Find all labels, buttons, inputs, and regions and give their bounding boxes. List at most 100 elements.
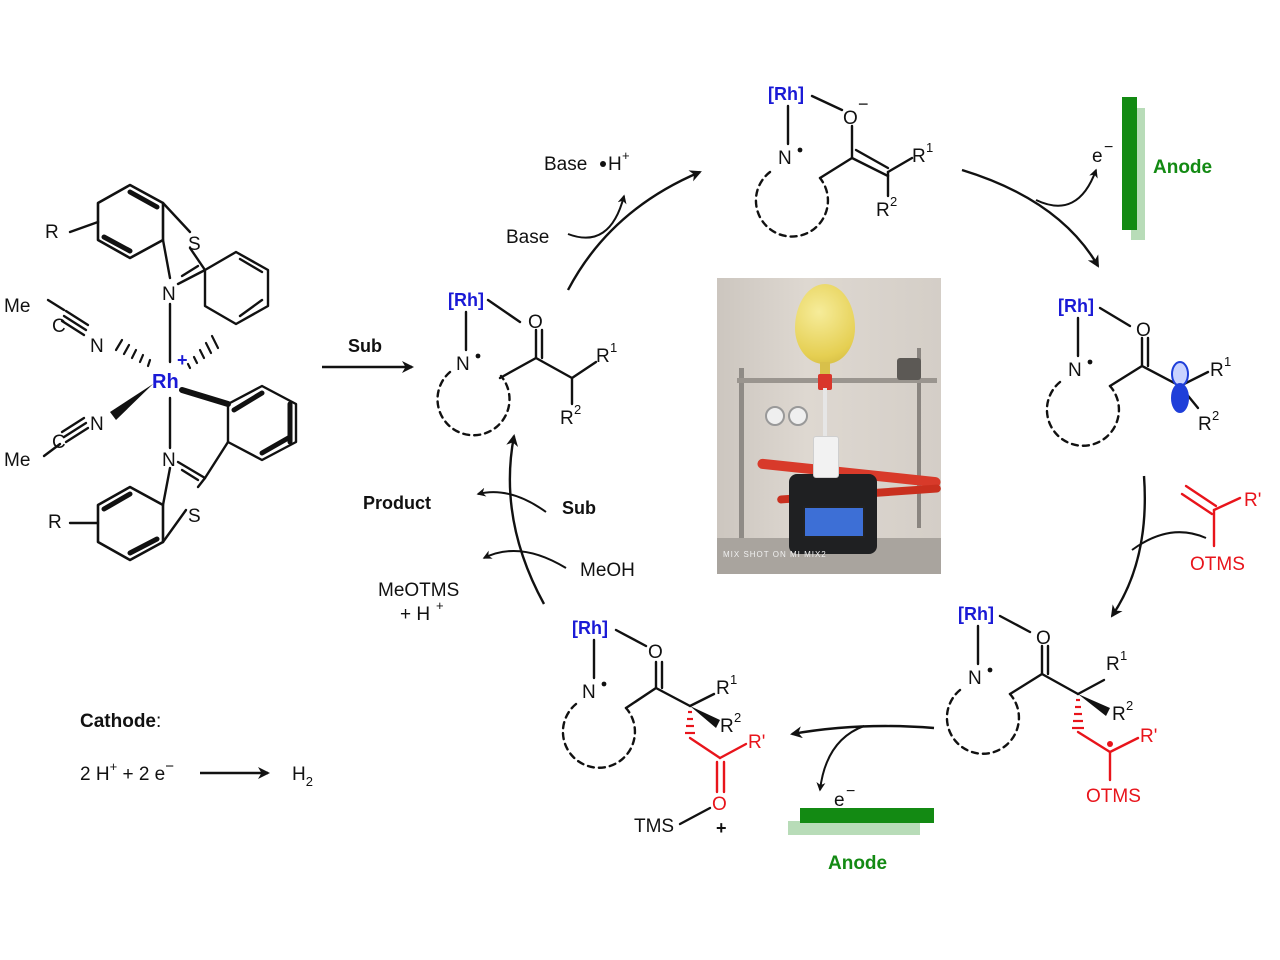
electron-top-minus: − <box>1104 139 1113 156</box>
int-d-n: N <box>968 668 982 689</box>
cathode-label-group: Cathode: <box>80 711 161 732</box>
int-e-n: N <box>582 682 596 703</box>
int-b-r2: R <box>876 200 890 221</box>
int-e-tms: TMS <box>634 816 674 837</box>
int-d-r1: R <box>1106 654 1120 675</box>
anode-bottom-label: Anode <box>828 853 887 874</box>
int-e-o: O <box>648 642 663 663</box>
int-e-o-plus: O <box>712 794 727 815</box>
photo-needle <box>823 388 827 440</box>
electron-top: e <box>1092 146 1103 167</box>
radical-addition-arrow <box>1110 475 1207 618</box>
setup-photo: MIX SHOT ON MI MIX2 <box>717 278 941 574</box>
int-b-r2-sup: 2 <box>890 194 897 209</box>
sub-in-label: Sub <box>562 498 596 518</box>
sub-entry-arrow: Sub <box>322 336 414 373</box>
photo-watermark: MIX SHOT ON MI MIX2 <box>723 550 827 559</box>
catalyst-r-bottom: R <box>48 512 62 533</box>
intermediate-c: [Rh] O N R 1 R 2 <box>1045 296 1231 447</box>
sub-entry-label: Sub <box>348 336 382 356</box>
cathode-label: Cathode <box>80 711 156 732</box>
product-label: Product <box>363 493 431 513</box>
int-d-r2: R <box>1112 704 1126 725</box>
anode-top: Anode <box>1122 97 1212 240</box>
int-e-hash <box>685 710 695 735</box>
anode-top-label: Anode <box>1153 157 1212 178</box>
int-d-r-prime: R' <box>1140 726 1157 747</box>
enol-otms: OTMS <box>1190 554 1245 575</box>
catalyst-me-bottom: Me <box>4 450 30 471</box>
oxidation-arrow-top: e − <box>961 139 1113 268</box>
photo-stirrer-screen <box>803 506 865 538</box>
catalyst-s-top: S <box>188 234 201 255</box>
int-a-r2-sup: 2 <box>574 402 581 417</box>
enol-r-prime: R' <box>1244 490 1261 511</box>
int-c-r2-sup: 2 <box>1212 408 1219 423</box>
int-a-n-dot <box>475 353 481 359</box>
base-h-dot <box>600 161 606 167</box>
cathode-2h: 2 H <box>80 764 110 785</box>
rh-catalyst-structure <box>42 183 298 562</box>
catalyst-me-top: Me <box>4 296 30 317</box>
int-a-r2: R <box>560 408 574 429</box>
catalyst-c-bottom: C <box>52 432 66 453</box>
int-d-n-dot <box>987 667 993 673</box>
int-e-r1: R <box>716 678 730 699</box>
int-c-n: N <box>1068 360 1082 381</box>
int-b-o: O <box>843 108 858 129</box>
electron-bottom-minus: − <box>846 783 855 800</box>
plus-h-label: + H <box>400 604 430 625</box>
photo-stand-rod-right <box>917 348 921 528</box>
int-e-plus: + <box>716 818 727 838</box>
int-c-r1-sup: 1 <box>1224 354 1231 369</box>
cathode-product: H <box>292 764 306 785</box>
int-a-n: N <box>456 354 470 375</box>
catalyst-n-top: N <box>162 284 176 305</box>
intermediate-a: [Rh] O N R 1 R 2 <box>436 290 617 437</box>
catalyst-n-bottom: N <box>162 450 176 471</box>
int-a-r1-sup: 1 <box>610 340 617 355</box>
int-e-rh: [Rh] <box>572 618 608 638</box>
int-e-wedge <box>690 706 720 728</box>
cathode-h-plus: + <box>110 759 118 774</box>
catalyst-labels: R S N Me C N Rh + N C Me N R S <box>4 222 201 533</box>
int-c-r1: R <box>1210 360 1224 381</box>
photo-balloon <box>795 284 855 364</box>
photo-stand-rod <box>739 368 744 574</box>
silyl-enol-ether: R' OTMS <box>1180 484 1261 575</box>
cathode-product-sub: 2 <box>306 774 313 789</box>
catalyst-nitrile-n-top: N <box>90 336 104 357</box>
int-e-r-prime: R' <box>748 732 765 753</box>
photo-crossbar <box>737 378 937 383</box>
int-b-o-minus: − <box>858 94 869 114</box>
int-b-n-dot <box>797 147 803 153</box>
int-d-r2-sup: 2 <box>1126 698 1133 713</box>
int-e-n-dot <box>601 681 607 687</box>
base-h-h: H <box>608 154 622 175</box>
meotms-label: MeOTMS <box>378 580 459 601</box>
base-label: Base <box>506 227 549 248</box>
photo-wall-ports <box>765 406 825 428</box>
catalyst-charge: + <box>177 350 188 370</box>
int-e-r2-sup: 2 <box>734 710 741 725</box>
cathode-colon: : <box>156 711 161 732</box>
product-release-arrow: Product Sub MeOH MeOTMS + H + <box>363 434 635 625</box>
int-d-o: O <box>1036 628 1051 649</box>
int-d-hash <box>1072 698 1084 730</box>
int-c-r2: R <box>1198 414 1212 435</box>
int-b-n: N <box>778 148 792 169</box>
anode-bottom: Anode <box>788 808 934 874</box>
int-d-otms: OTMS <box>1086 786 1141 807</box>
int-c-o: O <box>1136 320 1151 341</box>
int-e-r2: R <box>720 716 734 737</box>
catalyst-s-bottom: S <box>188 506 201 527</box>
photo-clamp <box>897 358 921 380</box>
photo-flask <box>813 436 839 478</box>
int-d-rh: [Rh] <box>958 604 994 624</box>
anode-bottom-shadow <box>788 821 920 835</box>
int-c-rh: [Rh] <box>1058 296 1094 316</box>
anode-bottom-electrode <box>800 808 934 823</box>
cathode-e-minus: − <box>165 758 174 775</box>
catalyst-c-top: C <box>52 316 66 337</box>
